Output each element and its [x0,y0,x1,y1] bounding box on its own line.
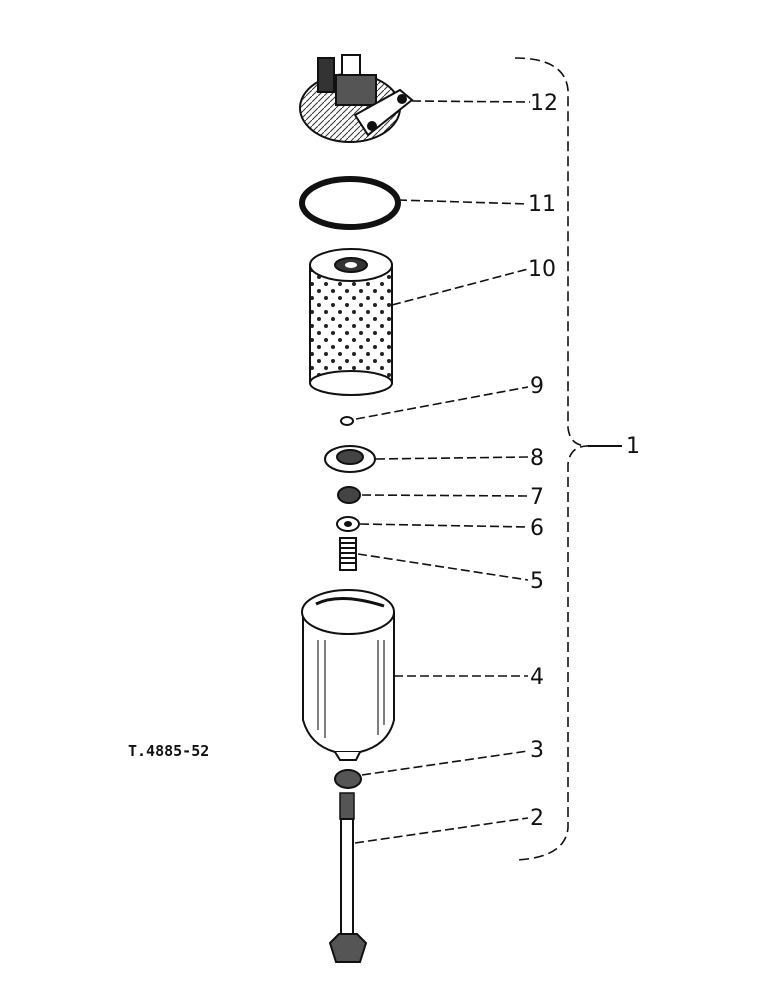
filter-element-part [309,248,393,396]
callout-3: 3 [530,738,544,763]
valve-plate-part [324,445,376,473]
leader-line-6 [359,523,529,528]
callout-2: 2 [530,806,544,831]
callout-4: 4 [530,665,544,690]
leader-line-9 [355,386,529,420]
leader-line-2 [354,817,529,844]
leader-line-7 [361,494,529,497]
assembly-bracket [514,57,589,861]
sealing-ring-part [299,176,401,230]
leader-line-5 [357,553,529,581]
callout-5: 5 [530,569,544,594]
callout-1: 1 [626,434,640,459]
callout-6: 6 [530,516,544,541]
leader-line-8 [375,456,529,460]
filter-bowl-part [301,589,395,761]
callout-8: 8 [530,446,544,471]
leader-line-11 [397,199,529,205]
bowl-sealing-washer-part [334,769,362,789]
figure-reference: T.4885-52 [128,742,209,760]
leader-line-12 [411,100,531,103]
spring-part [339,537,357,571]
callout-10: 10 [528,257,556,282]
filter-head-part [299,54,414,143]
center-bolt-part [328,792,368,963]
callout-11: 11 [528,192,556,217]
washer-part [336,516,360,532]
small-o-ring-part [340,416,354,426]
leader-line-3 [361,750,529,776]
callout-9: 9 [530,374,544,399]
valve-part [337,486,361,504]
leader-line-10 [391,268,529,306]
callout-12: 12 [530,91,558,116]
callout-7: 7 [530,485,544,510]
